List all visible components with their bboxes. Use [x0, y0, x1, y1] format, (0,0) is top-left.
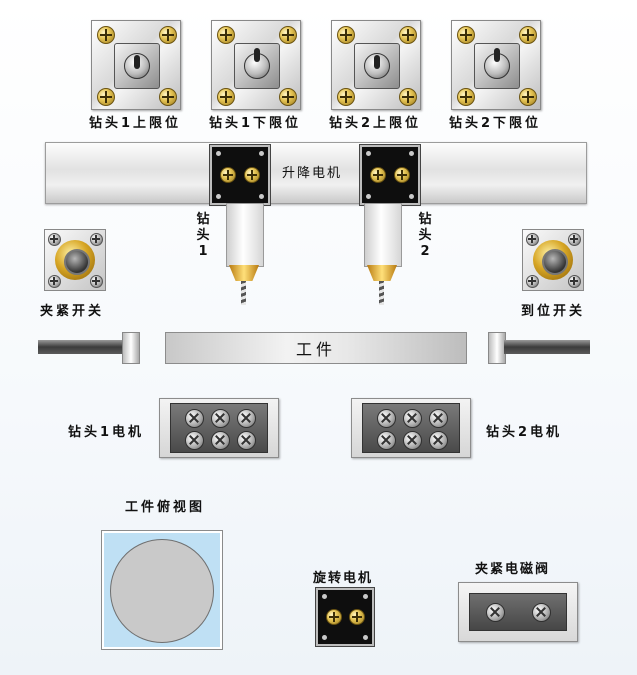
screw-icon	[211, 409, 230, 428]
drill-motor-1-label: 钻头1电机	[68, 425, 145, 440]
screw-icon	[568, 233, 581, 246]
limit-switch-label: 钻头1下限位	[209, 116, 302, 131]
toggle-switch-icon	[114, 43, 160, 89]
drill-motor-2[interactable]	[351, 398, 471, 458]
screw-icon	[244, 167, 260, 183]
screw-icon	[48, 233, 61, 246]
screw-icon	[220, 167, 236, 183]
screw-icon	[394, 167, 410, 183]
screw-icon	[568, 275, 581, 288]
drill-head-2-motor-block[interactable]	[360, 145, 420, 205]
screw-icon	[185, 431, 204, 450]
push-button-icon	[55, 240, 95, 280]
screw-icon	[399, 26, 417, 44]
rotary-motor-label: 旋转电机	[313, 571, 374, 586]
drill-head-2-label: 钻头2	[418, 212, 432, 259]
screw-icon	[211, 431, 230, 450]
screw-icon	[237, 409, 256, 428]
top-view-label: 工件俯视图	[125, 500, 206, 515]
limit-switch-label: 钻头1上限位	[89, 116, 182, 131]
toggle-switch-icon	[354, 43, 400, 89]
screw-icon	[377, 431, 396, 450]
screw-icon	[377, 409, 396, 428]
screw-icon	[403, 431, 422, 450]
screw-icon	[429, 409, 448, 428]
clamp-valve-label: 夹紧电磁阀	[475, 562, 551, 577]
screw-icon	[370, 167, 386, 183]
clamp-switch-label: 夹紧开关	[40, 304, 105, 319]
screw-icon	[526, 233, 539, 246]
screw-icon	[532, 603, 551, 622]
screw-icon	[48, 275, 61, 288]
screw-icon	[403, 409, 422, 428]
right-piston-rod	[504, 340, 590, 354]
workpiece-top-view	[101, 530, 223, 650]
screw-icon	[457, 88, 475, 106]
in-position-switch-label: 到位开关	[521, 304, 586, 319]
toggle-switch-icon	[474, 43, 520, 89]
screw-icon	[97, 88, 115, 106]
screw-icon	[399, 88, 417, 106]
drill-bit-icon	[241, 281, 246, 305]
screw-icon	[185, 409, 204, 428]
limit-switch-drill1-upper[interactable]	[91, 20, 181, 110]
drill-head-1-spindle	[226, 203, 264, 267]
toggle-switch-icon	[234, 43, 280, 89]
screw-icon	[217, 26, 235, 44]
workpiece-disk	[110, 539, 214, 643]
drill-head-1-label: 钻头1	[196, 212, 210, 259]
limit-switch-drill2-lower[interactable]	[451, 20, 541, 110]
left-piston-rod	[38, 340, 124, 354]
screw-icon	[279, 26, 297, 44]
drill-head-2-spindle	[364, 203, 402, 267]
left-piston-cap	[122, 332, 140, 364]
drill-motor-1[interactable]	[159, 398, 279, 458]
screw-icon	[519, 88, 537, 106]
screw-icon	[519, 26, 537, 44]
screw-icon	[159, 26, 177, 44]
screw-icon	[337, 88, 355, 106]
screw-icon	[486, 603, 505, 622]
screw-icon	[457, 26, 475, 44]
limit-switch-drill1-lower[interactable]	[211, 20, 301, 110]
clamp-switch-button[interactable]	[44, 229, 106, 291]
lift-motor-label: 升降电机	[282, 166, 343, 181]
screw-icon	[237, 431, 256, 450]
lift-rail	[45, 142, 587, 204]
limit-switch-drill2-upper[interactable]	[331, 20, 421, 110]
drill-motor-2-label: 钻头2电机	[486, 425, 563, 440]
push-button-icon	[533, 240, 573, 280]
screw-icon	[349, 609, 365, 625]
clamp-solenoid-valve[interactable]	[458, 582, 578, 642]
screw-icon	[159, 88, 177, 106]
in-position-switch-button[interactable]	[522, 229, 584, 291]
screw-icon	[279, 88, 297, 106]
drill-head-1-motor-block[interactable]	[210, 145, 270, 205]
screw-icon	[97, 26, 115, 44]
limit-switch-label: 钻头2上限位	[329, 116, 422, 131]
drill-bit-icon	[379, 281, 384, 305]
screw-icon	[90, 233, 103, 246]
workpiece-label: 工件	[295, 340, 336, 359]
drill-chuck-icon	[367, 265, 397, 281]
screw-icon	[337, 26, 355, 44]
screw-icon	[326, 609, 342, 625]
screw-icon	[526, 275, 539, 288]
limit-switch-label: 钻头2下限位	[449, 116, 542, 131]
workpiece[interactable]: 工件	[165, 332, 467, 364]
drill-chuck-icon	[229, 265, 259, 281]
screw-icon	[90, 275, 103, 288]
rotary-motor[interactable]	[316, 588, 374, 646]
screw-icon	[217, 88, 235, 106]
screw-icon	[429, 431, 448, 450]
